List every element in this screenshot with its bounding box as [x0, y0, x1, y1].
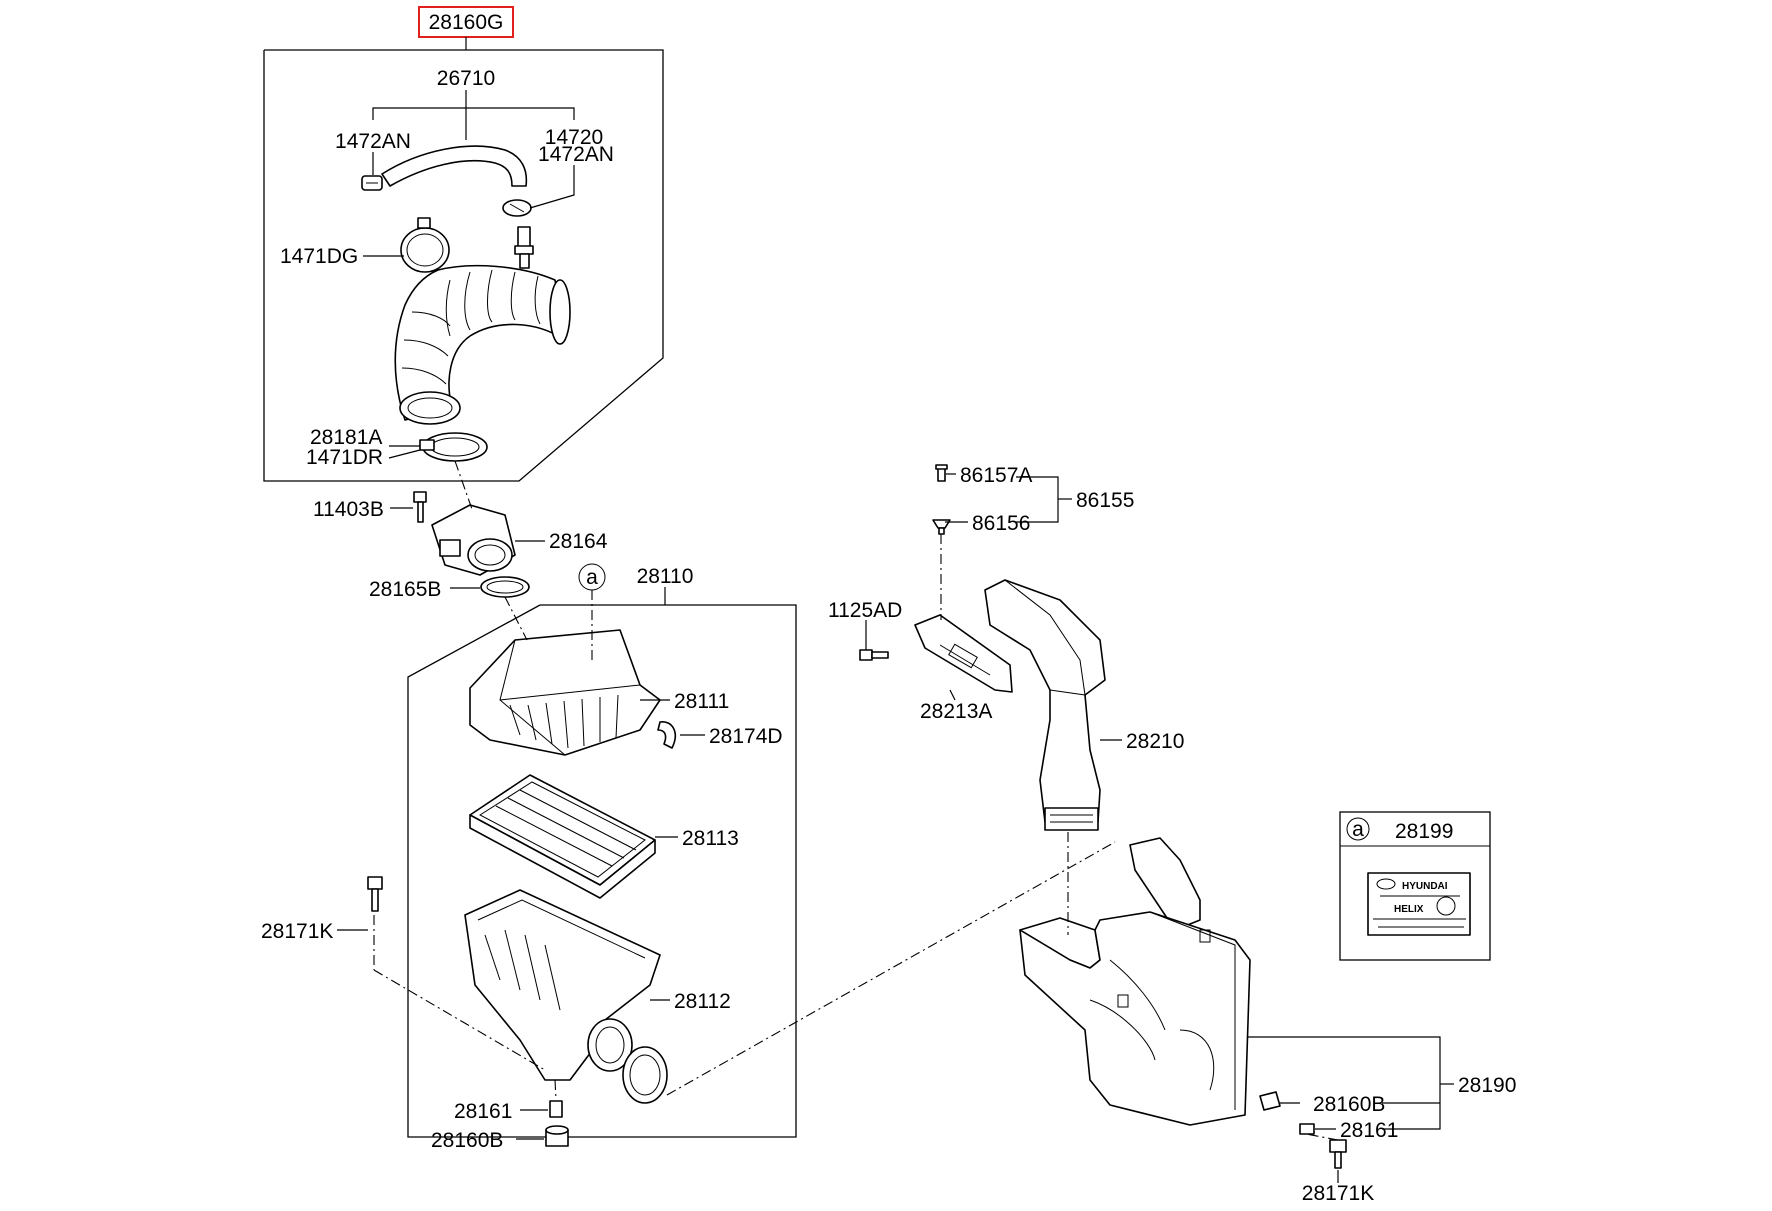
- label-86155: 86155: [1076, 489, 1134, 512]
- bolt-28171K-left: [367, 876, 383, 912]
- label-28171K-left: 28171K: [261, 920, 333, 943]
- label-28165B: 28165B: [369, 578, 441, 601]
- hose-inlet-ring: [549, 279, 571, 345]
- label-26710: 26710: [437, 67, 495, 90]
- callout-a-inset-circle: [1346, 817, 1370, 841]
- label-1125AD: 1125AD: [828, 599, 902, 622]
- clip-28174D: [657, 721, 676, 749]
- label-1472AN-left: 1472AN: [335, 130, 411, 153]
- air-filter-element-28113: [469, 774, 656, 899]
- label-28213A: 28213A: [920, 700, 992, 723]
- hyundai-logo-icon: [1376, 878, 1396, 890]
- grommet-28160B-left: [545, 1125, 569, 1147]
- clamp-1471DR: [419, 432, 488, 462]
- o-ring-28165B: [480, 576, 530, 598]
- collar-28161-left: [549, 1100, 563, 1118]
- frame-air-cleaner: [407, 587, 797, 1138]
- label-28110: 28110: [637, 565, 694, 588]
- nipple-14720: [514, 226, 534, 269]
- collar-28161-right: [1299, 1123, 1315, 1135]
- hose-outlet-ring: [399, 391, 461, 425]
- label-28210: 28210: [1126, 730, 1184, 753]
- label-28161-left: 28161: [454, 1100, 512, 1123]
- leader-lines: [337, 90, 1339, 1183]
- inset-28199: [1339, 811, 1491, 961]
- clip-86157A: [935, 464, 948, 482]
- clamp-1471DG: [400, 217, 450, 273]
- label-28190: 28190: [1458, 1074, 1516, 1097]
- label-28171K-right: 28171K: [1302, 1182, 1374, 1205]
- emission-decal: [1367, 872, 1471, 936]
- cleaner-outlet-port: [587, 1018, 633, 1072]
- resonator-28190: [1019, 837, 1251, 1126]
- intake-hose-28140: [394, 264, 571, 425]
- air-cleaner-body-28112: [464, 889, 661, 1081]
- decal-mark-text: HELIX: [1394, 904, 1424, 915]
- label-28160B-left: 28160B: [431, 1129, 503, 1152]
- decal-brand-text: HYUNDAI: [1402, 881, 1448, 892]
- label-1471DR: 1471DR: [306, 446, 383, 469]
- label-1472AN-right: 1472AN: [538, 143, 614, 166]
- label-28160G: 28160G: [429, 11, 504, 34]
- bolt-28171K-right: [1329, 1139, 1347, 1169]
- clamp-1472AN-left: [361, 175, 383, 191]
- label-28112: 28112: [674, 990, 731, 1013]
- bolt-11403B: [413, 491, 427, 523]
- label-28181A: 28181A: [310, 426, 382, 449]
- label-28160B-right: 28160B: [1313, 1093, 1385, 1116]
- seal-icon: [1436, 896, 1456, 916]
- outlet-seal-ring: [622, 1046, 668, 1104]
- clamp-1472AN-right: [502, 199, 532, 217]
- label-1471DG: 1471DG: [280, 245, 358, 268]
- air-flow-sensor-28164: [431, 504, 516, 576]
- label-28199: 28199: [1395, 820, 1453, 843]
- label-28174D: 28174D: [709, 725, 783, 748]
- label-28164: 28164: [549, 530, 608, 553]
- callout-a-top-letter: a: [586, 566, 598, 589]
- label-28161-right: 28161: [1340, 1119, 1398, 1142]
- air-duct-28210: [984, 579, 1106, 831]
- grommet-28160B-right: [1259, 1091, 1281, 1111]
- label-86157A: 86157A: [960, 464, 1032, 487]
- label-11403B: 11403B: [313, 498, 384, 521]
- label-14720: 14720: [545, 126, 603, 149]
- label-28111: 28111: [674, 690, 729, 713]
- alignment-lines: [373, 460, 1339, 1141]
- callout-a-inset: a: [1352, 818, 1364, 841]
- label-28113: 28113: [682, 827, 739, 850]
- air-cleaner-cover-28111: [469, 629, 661, 756]
- label-86156: 86156: [972, 512, 1030, 535]
- frame-hose-assembly: [263, 6, 664, 482]
- breather-hose-26710: [381, 145, 528, 187]
- bracket-28213A: [914, 614, 1013, 693]
- bolt-1125AD: [859, 649, 889, 661]
- frame-28190-bracket: [1248, 1036, 1454, 1130]
- frame-86155-bracket: [1016, 476, 1072, 523]
